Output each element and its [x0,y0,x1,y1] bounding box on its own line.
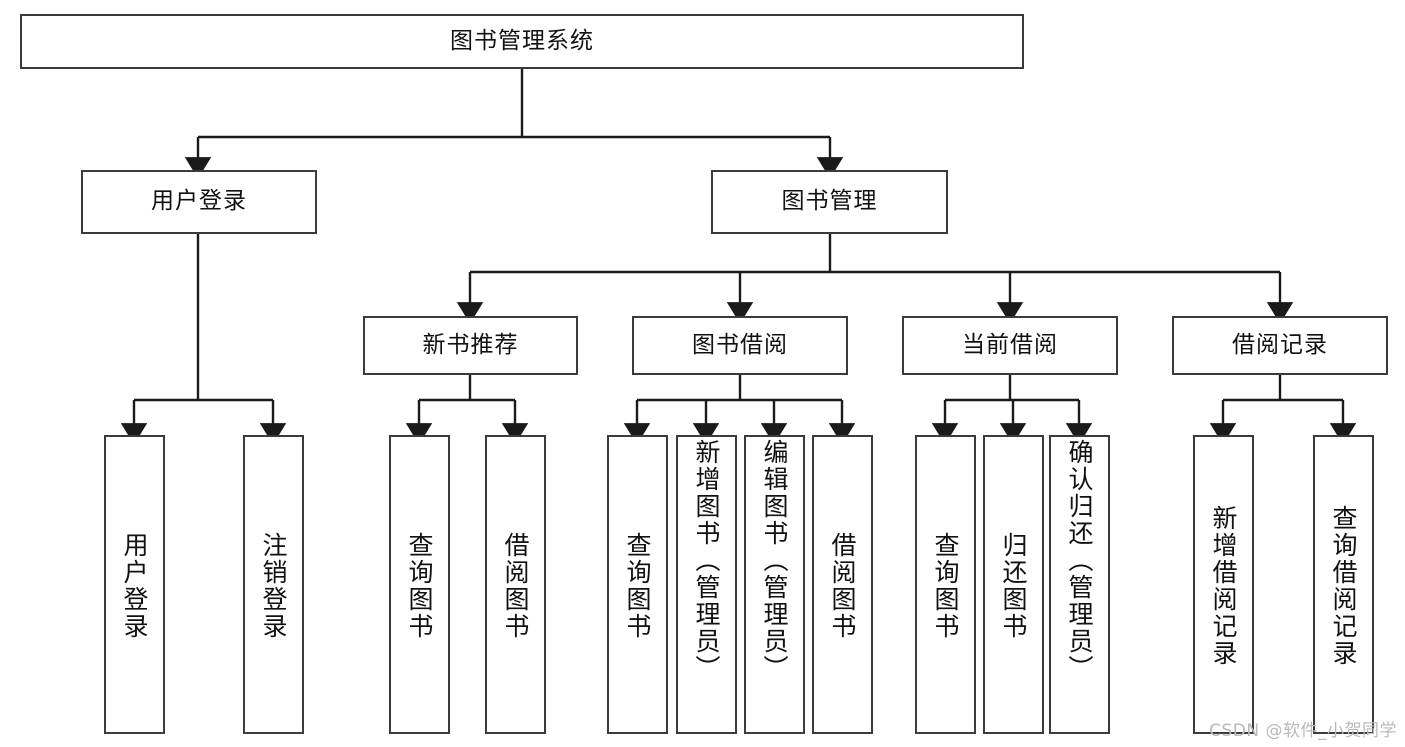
leaf-user-login[interactable]: 用户登录 [104,435,165,734]
leaf-add-borrow-record-label: 新增借阅记录 [1209,504,1238,667]
leaf-add-book-admin[interactable]: 新增图书（管理员） [676,435,737,734]
leaf-query-borrow-record[interactable]: 查询借阅记录 [1313,435,1374,734]
leaf-query-books-borrow-label: 查询图书 [623,531,652,640]
leaf-return-books-label: 归还图书 [999,531,1028,640]
leaf-query-borrow-record-label: 查询借阅记录 [1329,504,1358,667]
leaf-borrow-books[interactable]: 借阅图书 [812,435,873,734]
leaf-edit-book-admin-label: 编辑图书（管理员） [760,439,789,682]
node-borrow-record-label: 借阅记录 [1232,331,1328,358]
leaf-query-books-borrow[interactable]: 查询图书 [607,435,668,734]
node-current-borrow[interactable]: 当前借阅 [902,316,1118,375]
leaf-confirm-return-admin[interactable]: 确认归还（管理员） [1049,435,1110,734]
leaf-user-login-label: 用户登录 [120,531,149,640]
leaf-borrow-books-recommend-label: 借阅图书 [501,531,530,640]
node-new-book-recommend-label: 新书推荐 [422,331,519,358]
leaf-query-books-current-label: 查询图书 [931,531,960,640]
leaf-logout[interactable]: 注销登录 [243,435,304,734]
node-root[interactable]: 图书管理系统 [20,14,1024,69]
leaf-borrow-books-label: 借阅图书 [828,531,857,640]
leaf-query-books-recommend[interactable]: 查询图书 [389,435,450,734]
node-book-borrow-label: 图书借阅 [692,331,788,358]
leaf-borrow-books-recommend[interactable]: 借阅图书 [485,435,546,734]
leaf-query-books-current[interactable]: 查询图书 [915,435,976,734]
leaf-add-book-admin-label: 新增图书（管理员） [692,439,721,682]
leaf-logout-label: 注销登录 [259,531,288,640]
node-new-book-recommend[interactable]: 新书推荐 [363,316,578,375]
leaf-return-books[interactable]: 归还图书 [983,435,1044,734]
node-book-management[interactable]: 图书管理 [711,170,948,234]
node-book-management-label: 图书管理 [781,188,878,215]
leaf-query-books-recommend-label: 查询图书 [405,531,434,640]
node-root-label: 图书管理系统 [450,27,594,54]
node-book-borrow[interactable]: 图书借阅 [632,316,848,375]
leaf-confirm-return-admin-label: 确认归还（管理员） [1065,439,1094,682]
node-borrow-record[interactable]: 借阅记录 [1172,316,1388,375]
node-user-login-label: 用户登录 [151,188,247,215]
watermark: CSDN @软件_小贺同学 [1209,721,1397,741]
node-current-borrow-label: 当前借阅 [962,331,1058,358]
leaf-add-borrow-record[interactable]: 新增借阅记录 [1193,435,1254,734]
leaf-edit-book-admin[interactable]: 编辑图书（管理员） [744,435,805,734]
node-user-login[interactable]: 用户登录 [81,170,317,234]
